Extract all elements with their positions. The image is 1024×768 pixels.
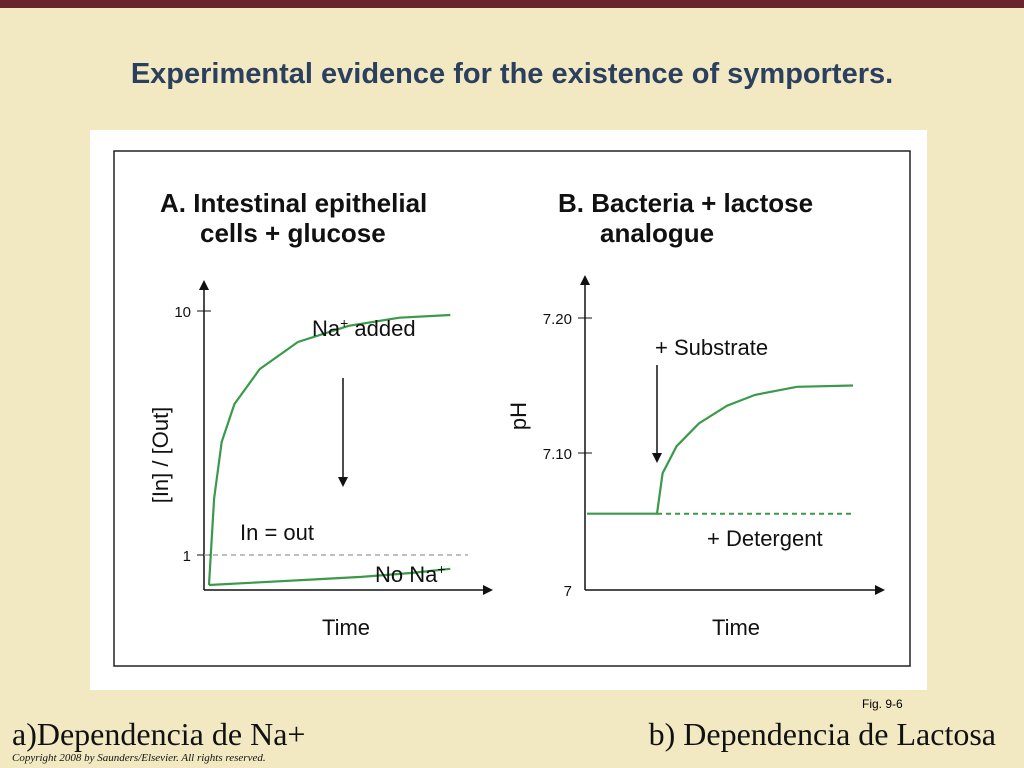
chart-a-title-line2: cells + glucose (200, 218, 386, 248)
caption-a: a)Dependencia de Na+ (12, 716, 306, 752)
chart-b-x-label: Time (712, 615, 760, 640)
copyright-notice: Copyright 2008 by Saunders/Elsevier. All… (12, 752, 266, 764)
chart-b-y-label: pH (506, 402, 531, 430)
chart-a-ytick-label-1: 1 (183, 548, 191, 565)
figure-border (113, 150, 911, 667)
figure-number-label: Fig. 9-6 (862, 697, 903, 711)
chart-a-y-label: [In] / [Out] (148, 407, 173, 504)
slide-title: Experimental evidence for the existence … (130, 58, 894, 90)
figure-svg: A. Intestinal epithelial cells + glucose… (113, 150, 911, 667)
chart-a-label-in-out: In = out (240, 520, 314, 545)
chart-b-label-substrate: + Substrate (655, 335, 768, 360)
figure-panel: A. Intestinal epithelial cells + glucose… (90, 130, 927, 690)
chart-b-title-line2: analogue (600, 218, 714, 248)
chart-a-series-no-na (208, 567, 451, 587)
chart-b-title-line1: B. Bacteria + lactose (558, 188, 813, 218)
chart-a-label-no-na: No Na+ (375, 561, 446, 587)
chart-a-ytick-label-10: 10 (174, 304, 191, 321)
chart-a-series-na-added (207, 313, 451, 586)
chart-b-ytick-label-7: 7 (564, 583, 572, 600)
top-accent-bar (0, 0, 1024, 8)
chart-b-label-detergent: + Detergent (707, 526, 823, 551)
chart-a: A. Intestinal epithelial cells + glucose… (148, 188, 493, 640)
chart-a-x-label: Time (322, 615, 370, 640)
chart-b: B. Bacteria + lactose analogue 7.20 7.10… (506, 188, 885, 640)
chart-b-series-substrate (587, 384, 854, 515)
chart-b-ytick-label-720: 7.20 (543, 311, 572, 328)
chart-a-label-na-added: Na+ added (312, 315, 416, 341)
caption-b: b) Dependencia de Lactosa (648, 716, 996, 752)
chart-b-ytick-label-710: 7.10 (543, 446, 572, 463)
chart-a-title-line1: A. Intestinal epithelial (160, 188, 427, 218)
